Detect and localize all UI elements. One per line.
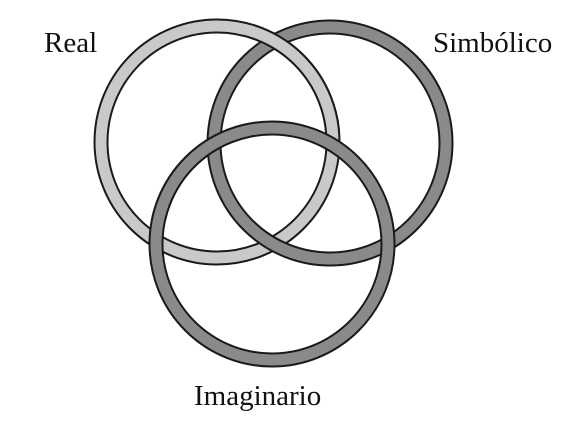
label-imaginario: Imaginario: [194, 380, 321, 412]
imaginario-ring: [148, 120, 396, 368]
label-real: Real: [44, 27, 97, 59]
label-simbolico: Simbólico: [433, 27, 552, 59]
